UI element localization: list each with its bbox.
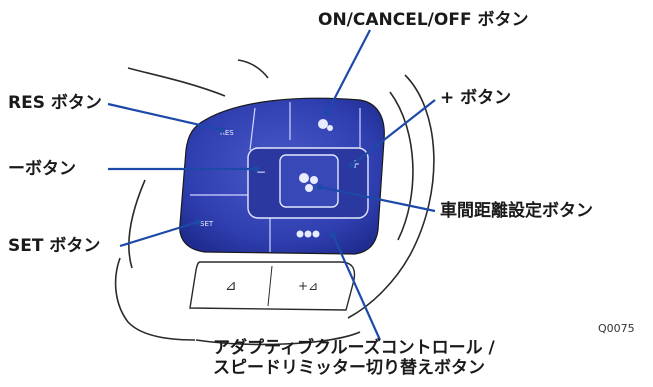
- label-res-button: RES ボタン: [8, 93, 102, 113]
- acc-switch-button-icon: [296, 230, 320, 238]
- label-minus-button: ーボタン: [8, 159, 76, 179]
- paddle-right-glyph: +⊿: [298, 279, 318, 293]
- paddle-left-glyph: ⊿: [225, 278, 237, 294]
- label-set-button: SET ボタン: [8, 236, 101, 256]
- set-button-text: SET: [200, 220, 214, 228]
- leader-dots: [195, 110, 355, 238]
- on-cancel-off-button-icon: [318, 119, 333, 131]
- label-plus-button: + ボタン: [440, 88, 512, 108]
- leader-lines: [107, 29, 436, 341]
- switch-panel: RES SET + −: [179, 97, 385, 255]
- label-distance-button: 車間距離設定ボタン: [440, 201, 593, 221]
- steering-wheel-outline: [114, 59, 435, 346]
- minus-button-text: −: [256, 165, 266, 179]
- paddle-buttons: ⊿ +⊿: [189, 261, 356, 311]
- distance-button-icon: [299, 173, 318, 192]
- label-acc-switch-line2: スピードリミッター切り替えボタン: [213, 358, 485, 378]
- label-acc-switch-button: アダプティブクルーズコントロール / スピードリミッター切り替えボタン: [213, 338, 495, 378]
- label-acc-switch-line1: アダプティブクルーズコントロール /: [213, 338, 495, 358]
- res-button-text: RES: [220, 129, 234, 137]
- label-on-cancel-off-button: ON/CANCEL/OFF ボタン: [318, 10, 529, 30]
- figure-code: Q0075: [598, 322, 635, 335]
